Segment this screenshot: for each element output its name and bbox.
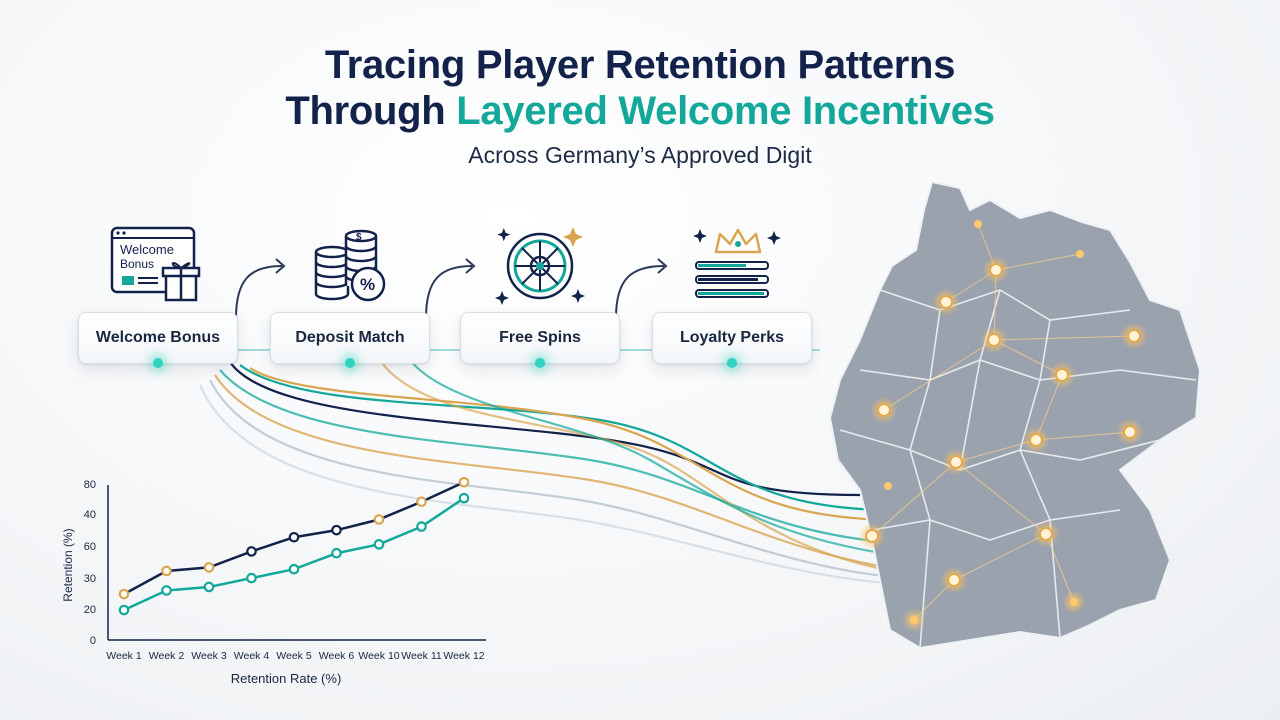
stage-label: Loyalty Perks bbox=[679, 329, 785, 346]
welcome-bonus-icon: Welcome Bonus bbox=[110, 226, 201, 302]
title-line-2-accent: Layered Welcome Incentives bbox=[456, 89, 995, 133]
data-point bbox=[373, 514, 385, 525]
data-point bbox=[246, 572, 257, 584]
x-tick-label: Week 2 bbox=[149, 650, 185, 662]
icon-text-bonus: Bonus bbox=[120, 257, 154, 271]
data-point bbox=[161, 565, 172, 577]
y-tick-label: 30 bbox=[84, 573, 96, 585]
x-tick-label: Week 5 bbox=[276, 650, 312, 662]
stage-label: Deposit Match bbox=[295, 329, 405, 346]
arrow-connector bbox=[615, 265, 665, 319]
data-point bbox=[416, 521, 427, 532]
germany-map bbox=[828, 180, 1202, 650]
data-point bbox=[246, 546, 257, 557]
flow-line bbox=[379, 359, 951, 582]
flow-line bbox=[249, 367, 901, 522]
flow-line bbox=[239, 364, 881, 512]
flow-line bbox=[209, 379, 951, 582]
flow-line bbox=[198, 384, 956, 587]
state-borders bbox=[839, 289, 1197, 649]
x-axis-label: Retention Rate (%) bbox=[231, 671, 342, 686]
stage-card-loyalty-perks[interactable]: Loyalty Perks bbox=[652, 312, 812, 368]
roulette-wheel-icon bbox=[495, 227, 585, 305]
data-point bbox=[203, 581, 215, 593]
glow-node bbox=[345, 358, 355, 368]
stage-label: Welcome Bonus bbox=[95, 329, 221, 346]
y-tick-label: 20 bbox=[84, 604, 96, 616]
germany-outline bbox=[828, 180, 1202, 650]
x-tick-label: Week 4 bbox=[234, 650, 270, 662]
y-tick-label: 0 bbox=[90, 635, 96, 647]
data-point bbox=[288, 531, 300, 543]
y-tick-label: 60 bbox=[84, 541, 96, 553]
data-point bbox=[161, 585, 172, 596]
x-tick-label: Week 11 bbox=[401, 650, 442, 662]
x-tick-label: Week 12 bbox=[443, 650, 484, 662]
glow-node bbox=[535, 358, 545, 368]
x-tick-label: Week 6 bbox=[319, 650, 355, 662]
flow-line bbox=[214, 374, 946, 577]
y-axis-label: Retention (%) bbox=[61, 528, 75, 601]
series-line-2 bbox=[123, 497, 465, 612]
data-point bbox=[203, 562, 215, 573]
data-point bbox=[458, 476, 470, 488]
page-subtitle: Across Germany’s Approved Digit bbox=[468, 142, 812, 168]
arrow-connector bbox=[235, 265, 283, 319]
flow-line bbox=[409, 359, 936, 562]
page-title: Tracing Player Retention Patterns Throug… bbox=[0, 42, 1280, 134]
crown-progress-icon bbox=[693, 228, 781, 298]
flow-line bbox=[219, 369, 931, 547]
stage-card-welcome-bonus[interactable]: Welcome Bonus bbox=[78, 312, 238, 368]
x-tick-label: Week 3 bbox=[191, 650, 227, 662]
title-line-2-prefix: Through bbox=[285, 89, 446, 133]
arrow-head bbox=[657, 258, 668, 274]
coin-stack-icon: $ % bbox=[314, 229, 386, 302]
arrow-head bbox=[465, 258, 476, 274]
data-point bbox=[288, 563, 300, 575]
icon-text-dollar: $ bbox=[356, 232, 362, 243]
data-point bbox=[416, 496, 427, 508]
x-tick-label: Week 1 bbox=[106, 650, 142, 662]
data-point bbox=[373, 539, 385, 550]
arrow-head bbox=[275, 258, 286, 274]
data-point bbox=[458, 492, 470, 504]
map-nodes bbox=[858, 220, 1148, 632]
stage-label: Free Spins bbox=[499, 329, 581, 346]
stage-card-free-spins[interactable]: Free Spins bbox=[460, 312, 620, 368]
icon-text-percent: % bbox=[360, 275, 375, 294]
data-point bbox=[331, 547, 342, 559]
data-point bbox=[118, 604, 130, 616]
y-tick-label: 80 bbox=[84, 479, 96, 491]
icon-text-welcome: Welcome bbox=[120, 242, 174, 257]
arrow-connector bbox=[425, 265, 473, 319]
data-point bbox=[331, 524, 342, 536]
glow-node bbox=[727, 358, 737, 368]
y-tick-label: 40 bbox=[84, 509, 96, 521]
stage-card-deposit-match[interactable]: Deposit Match bbox=[270, 312, 430, 368]
data-point bbox=[118, 588, 130, 600]
title-line-1: Tracing Player Retention Patterns bbox=[324, 43, 956, 87]
x-tick-label: Week 10 bbox=[358, 650, 399, 662]
glow-node bbox=[153, 358, 163, 368]
